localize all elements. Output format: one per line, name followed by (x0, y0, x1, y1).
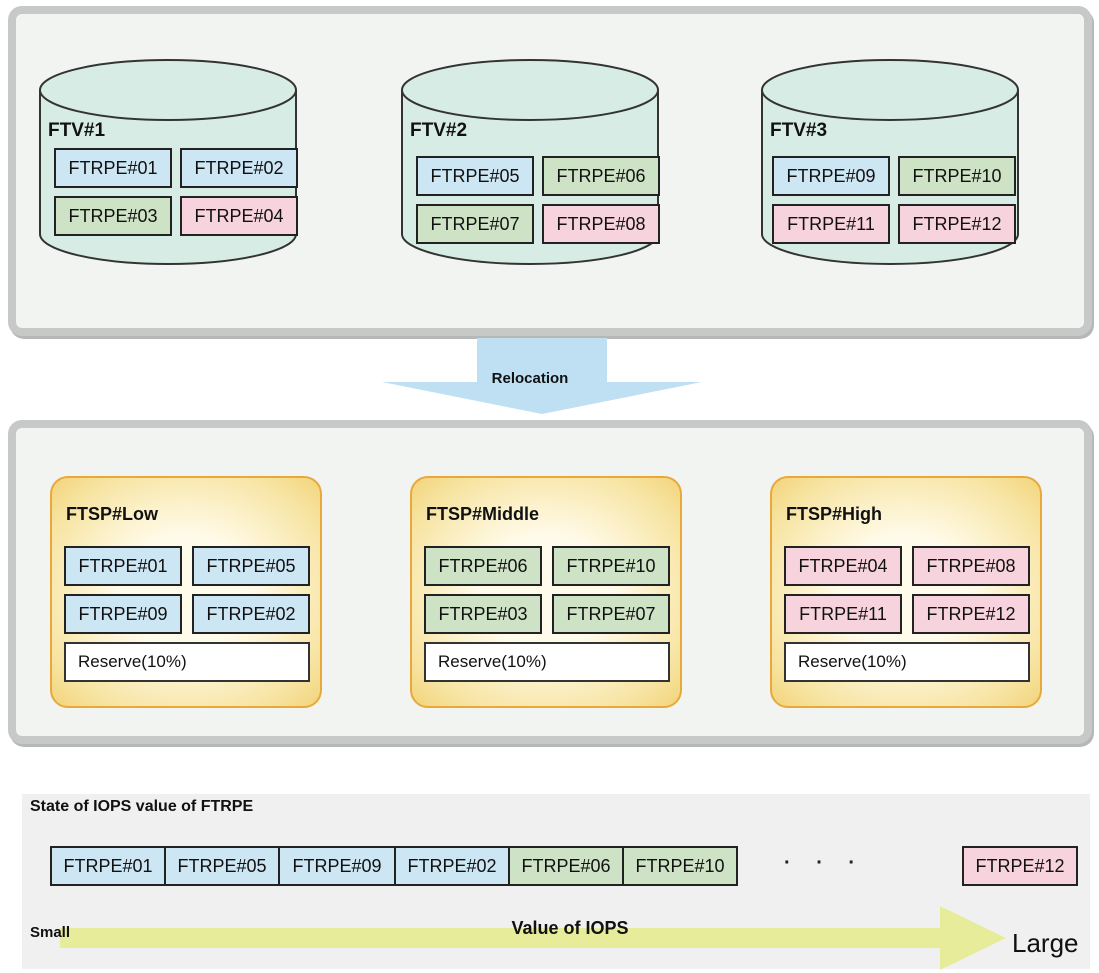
extent-tag: FTRPE#02 (180, 148, 298, 188)
pool-title: FTSP#High (786, 504, 883, 524)
small-label: Small (30, 924, 71, 941)
pool-low: FTSP#Low FTRPE#01 FTRPE#05 FTRPE#09 FTRP… (50, 476, 322, 708)
extent-tag: FTRPE#03 (424, 594, 542, 634)
iops-extent: FTRPE#10 (622, 846, 738, 886)
iops-axis-label: Value of IOPS (511, 918, 629, 938)
pool-title: FTSP#Middle (426, 504, 540, 524)
reserve-box: Reserve(10%) (424, 642, 670, 682)
extent-tag: FTRPE#11 (772, 204, 890, 244)
iops-arrow (60, 906, 1006, 970)
extent-tag: FTRPE#12 (912, 594, 1030, 634)
iops-extent-last: FTRPE#12 (962, 846, 1078, 886)
extent-tag: FTRPE#10 (552, 546, 670, 586)
iops-extent: FTRPE#05 (164, 846, 280, 886)
extent-tag: FTRPE#05 (416, 156, 534, 196)
extent-tag: FTRPE#06 (424, 546, 542, 586)
pool-high: FTSP#High FTRPE#04 FTRPE#08 FTRPE#11 FTR… (770, 476, 1042, 708)
volume-cylinder: FTV#2 FTRPE#05 FTRPE#06 FTRPE#07 FTRPE#0… (400, 56, 660, 266)
extent-tag: FTRPE#05 (192, 546, 310, 586)
iops-extent: FTRPE#02 (394, 846, 510, 886)
volume-label: FTV#2 (410, 120, 468, 141)
extent-tag: FTRPE#04 (784, 546, 902, 586)
pool-title: FTSP#Low (66, 504, 159, 524)
iops-extent: FTRPE#06 (508, 846, 624, 886)
extent-tag: FTRPE#12 (898, 204, 1016, 244)
volume-label: FTV#1 (48, 120, 106, 141)
extent-tag: FTRPE#03 (54, 196, 172, 236)
large-label: Large (1012, 928, 1079, 958)
reserve-box: Reserve(10%) (64, 642, 310, 682)
extent-tag: FTRPE#02 (192, 594, 310, 634)
extent-tag: FTRPE#07 (416, 204, 534, 244)
volume-cylinder: FTV#3 FTRPE#09 FTRPE#10 FTRPE#11 FTRPE#1… (760, 56, 1020, 266)
extent-tag: FTRPE#09 (64, 594, 182, 634)
iops-extent: FTRPE#01 (50, 846, 166, 886)
pool-middle: FTSP#Middle FTRPE#06 FTRPE#10 FTRPE#03 F… (410, 476, 682, 708)
relocation-label: Relocation (491, 370, 569, 387)
iops-title: State of IOPS value of FTRPE (30, 798, 254, 815)
volume-cylinder: FTV#1 FTRPE#01 FTRPE#02 FTRPE#03 FTRPE#0… (38, 56, 298, 266)
extent-tag: FTRPE#11 (784, 594, 902, 634)
extent-tag: FTRPE#08 (542, 204, 660, 244)
extent-tag: FTRPE#04 (180, 196, 298, 236)
extent-tag: FTRPE#09 (772, 156, 890, 196)
iops-extent: FTRPE#09 (278, 846, 396, 886)
reserve-box: Reserve(10%) (784, 642, 1030, 682)
extent-tag: FTRPE#07 (552, 594, 670, 634)
extent-tag: FTRPE#08 (912, 546, 1030, 586)
ellipsis: · · · (784, 852, 866, 874)
extent-tag: FTRPE#06 (542, 156, 660, 196)
extent-tag: FTRPE#10 (898, 156, 1016, 196)
relocation-arrow (382, 338, 702, 414)
extent-tag: FTRPE#01 (64, 546, 182, 586)
extent-tag: FTRPE#01 (54, 148, 172, 188)
volume-label: FTV#3 (770, 120, 828, 141)
